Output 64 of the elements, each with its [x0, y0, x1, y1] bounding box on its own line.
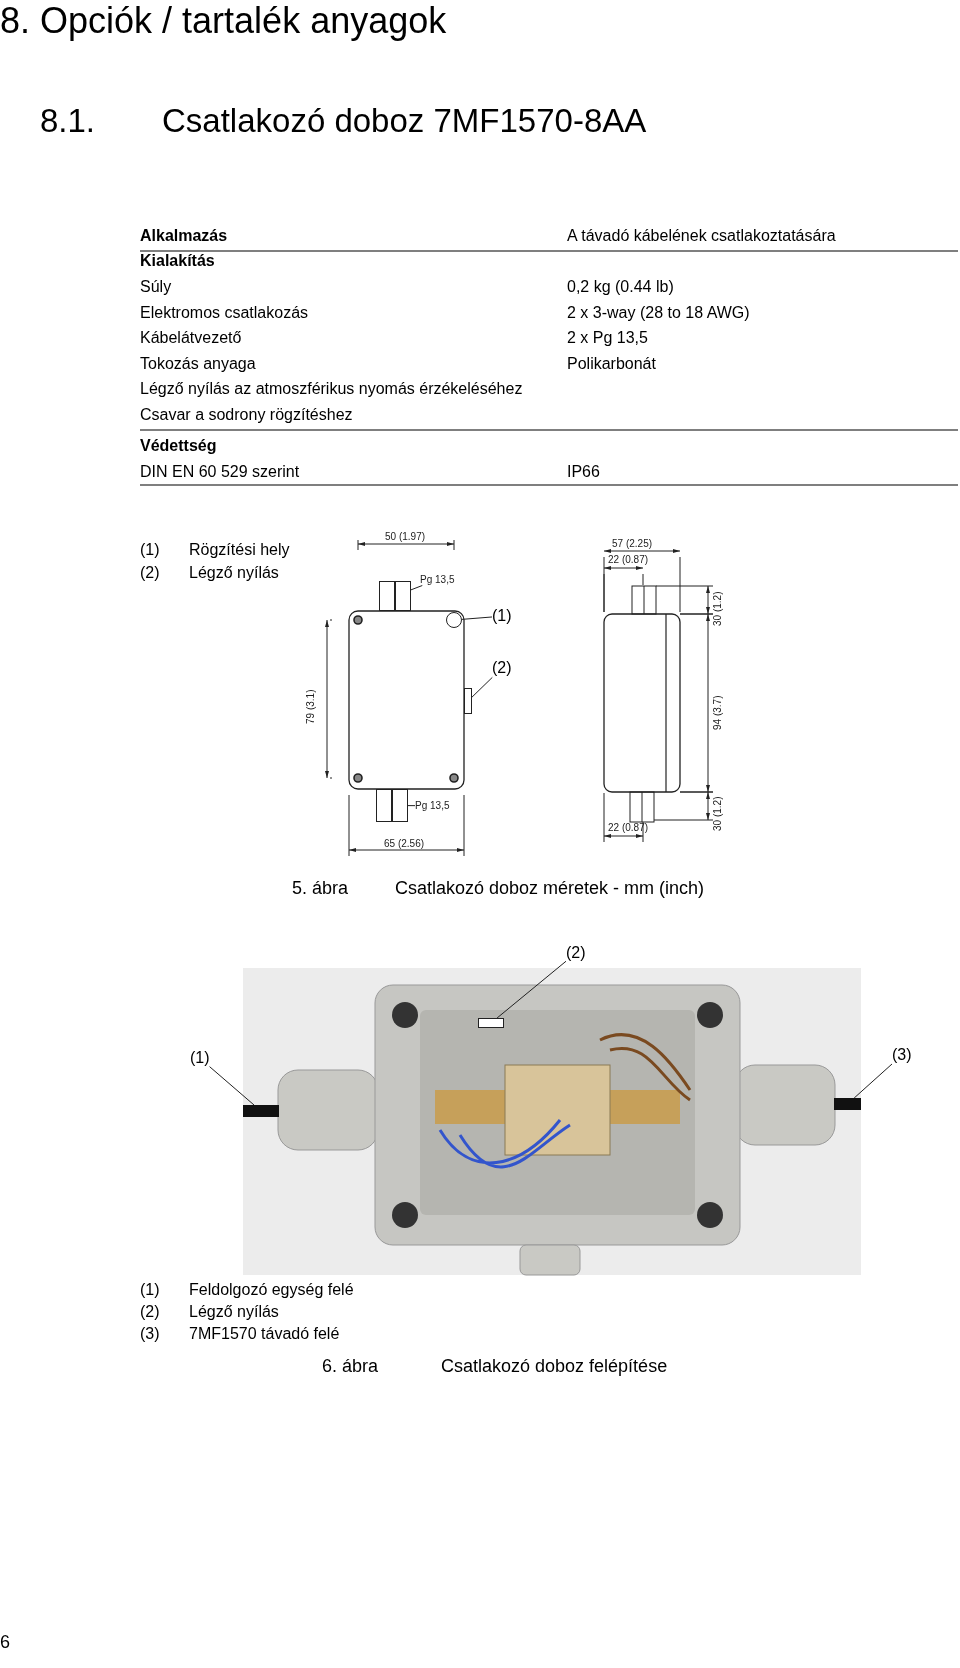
- dimension-label: 50 (1.97): [385, 531, 426, 543]
- table-cell: 2 x Pg 13,5: [567, 329, 648, 348]
- callout-number: (1): [492, 607, 512, 626]
- table-cell: Polikarbonát: [567, 355, 656, 374]
- table-cell: 0,2 kg (0.44 lb): [567, 278, 674, 297]
- dimension-label: 22 (0.87): [608, 822, 649, 834]
- cable: [243, 1105, 279, 1117]
- page-number: 6: [0, 1632, 10, 1653]
- callout-number: (1): [190, 1049, 210, 1068]
- callout-number: (1): [140, 541, 160, 560]
- leader-line: [853, 1063, 893, 1099]
- dimension-label: 22 (0.87): [608, 554, 649, 566]
- callout-number: (2): [566, 944, 586, 963]
- dimension-label: 30 (1.2): [712, 797, 724, 832]
- table-cell: DIN EN 60 529 szerint: [140, 463, 300, 482]
- part-label: Pg 13,5: [415, 800, 450, 812]
- dimension-label: 79 (3.1): [305, 690, 317, 725]
- leader-line: [209, 1066, 255, 1106]
- legend-text: 7MF1570 távadó felé: [189, 1325, 340, 1344]
- table-heading: Alkalmazás: [140, 227, 228, 246]
- callout-number: (2): [140, 1303, 160, 1322]
- callout-number: (2): [140, 564, 160, 583]
- dimension-label: 30 (1.2): [712, 592, 724, 627]
- table-cell: Csavar a sodrony rögzítéshez: [140, 406, 353, 425]
- dimension-label: 65 (2.56): [384, 838, 425, 850]
- callout-number: (2): [492, 659, 512, 678]
- leader-line: [496, 960, 567, 1019]
- legend-text: Feldolgozó egység felé: [189, 1281, 354, 1300]
- dimension-label: 94 (3.7): [712, 696, 724, 731]
- subsection-number: 8.1.: [40, 102, 96, 140]
- legend-text: Rögzítési hely: [189, 541, 290, 560]
- table-heading: Kialakítás: [140, 252, 215, 271]
- leader-line: [410, 585, 423, 591]
- mounting-hole: [446, 612, 462, 628]
- dimension-label: 57 (2.25): [612, 538, 653, 550]
- table-cell: A távadó kábelének csatlakoztatására: [567, 227, 836, 246]
- callout-number: (1): [140, 1281, 160, 1300]
- part-label: Pg 13,5: [420, 574, 455, 586]
- table-cell: 2 x 3-way (28 to 18 AWG): [567, 304, 750, 323]
- legend-text: Légző nyílás: [189, 564, 279, 583]
- table-cell: Kábelátvezető: [140, 329, 242, 348]
- vent-tube: [478, 1018, 504, 1028]
- cable-gland: [379, 581, 411, 611]
- leader-line: [471, 676, 493, 698]
- callout-number: (3): [140, 1325, 160, 1344]
- table-cell: Tokozás anyaga: [140, 355, 256, 374]
- leader-line: [407, 805, 416, 807]
- section-heading: 8. Opciók / tartalék anyagok: [0, 0, 447, 42]
- figure-caption: Csatlakozó doboz méretek - mm (inch): [395, 878, 705, 899]
- figure-caption: Csatlakozó doboz felépítése: [441, 1356, 668, 1377]
- table-cell: Súly: [140, 278, 172, 297]
- cable-gland: [376, 789, 408, 822]
- callout-number: (3): [892, 1046, 912, 1065]
- leader-line: [461, 616, 493, 620]
- table-cell: Elektromos csatlakozás: [140, 304, 309, 323]
- table-cell: IP66: [567, 463, 600, 482]
- subsection-heading: Csatlakozó doboz 7MF1570-8AA: [162, 102, 647, 140]
- cable: [834, 1098, 861, 1110]
- legend-text: Légző nyílás: [189, 1303, 279, 1322]
- figure-number: 6. ábra: [322, 1356, 379, 1377]
- vent-opening: [464, 688, 472, 714]
- figure-number: 5. ábra: [292, 878, 349, 899]
- table-cell: Légző nyílás az atmoszférikus nyomás érzékeléséhez: [140, 380, 523, 399]
- table-heading: Védettség: [140, 437, 217, 456]
